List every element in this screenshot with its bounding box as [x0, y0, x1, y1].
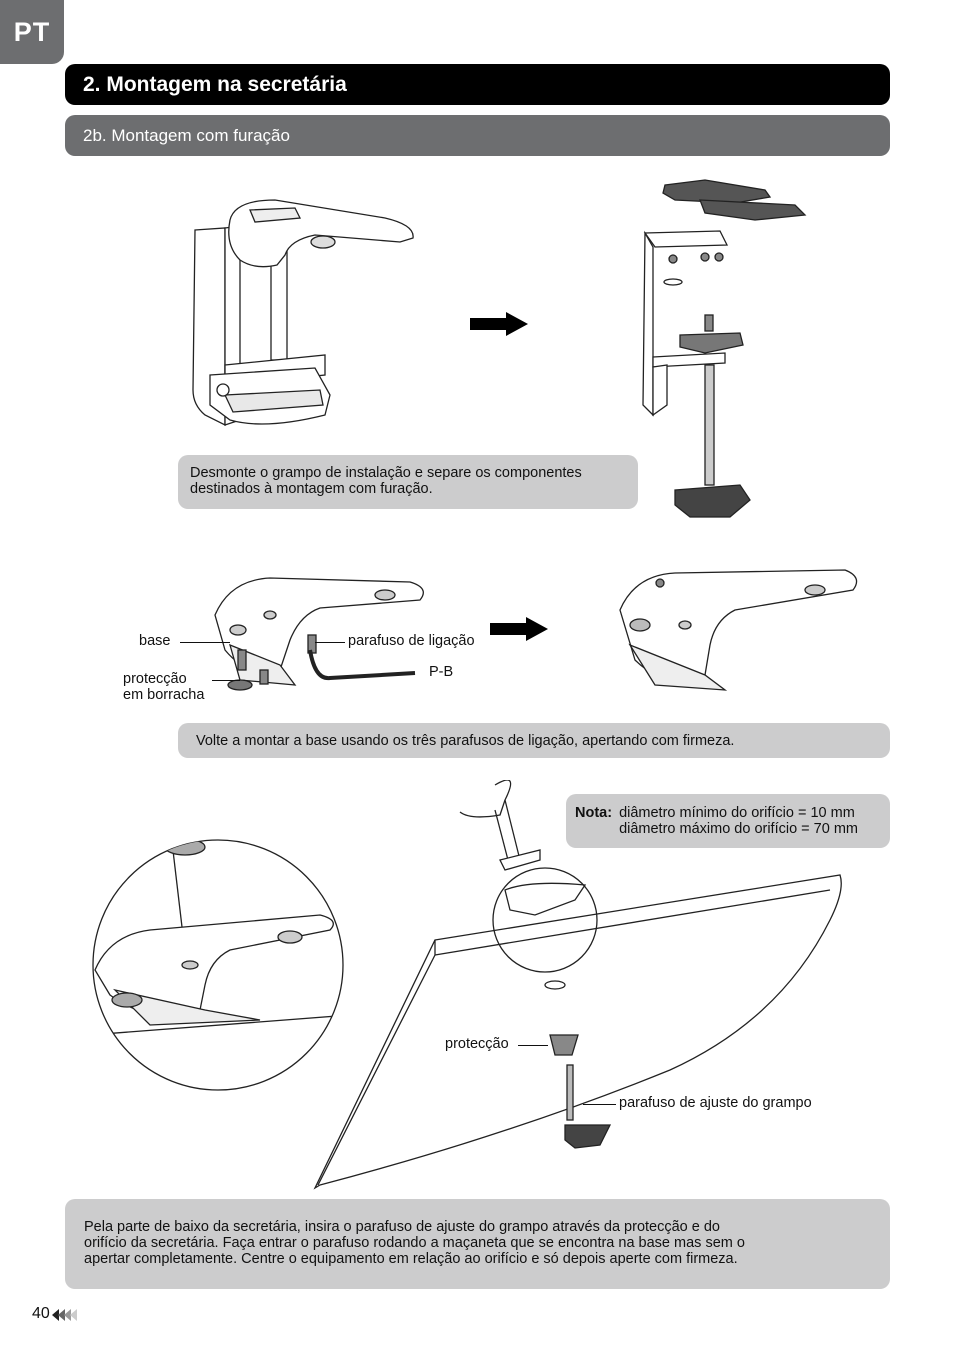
- leader-line: [518, 1045, 548, 1046]
- step3-instruction-line3: apertar completamente. Centre o equipame…: [84, 1251, 738, 1267]
- step3-instruction-line2: orifício da secretária. Faça entrar o pa…: [84, 1235, 745, 1251]
- leader-line: [315, 642, 345, 643]
- label-rubber-line1: protecção: [123, 671, 187, 687]
- assembled-clamp-illustration: [192, 199, 414, 427]
- note-max-diameter: diâmetro máximo do orifício = 70 mm: [619, 821, 858, 837]
- label-connecting-screw: parafuso de ligação: [348, 633, 475, 649]
- note-label: Nota:: [575, 805, 613, 821]
- page-number: 40: [32, 1305, 50, 1323]
- leader-line: [180, 642, 230, 643]
- label-rubber-line2: em borracha: [123, 687, 205, 703]
- label-hex-key: P-B: [429, 664, 454, 680]
- page-number-text: 40: [32, 1305, 50, 1322]
- step1-instruction-line2: destinados à montagem com furação.: [190, 481, 433, 497]
- label-base: base: [139, 633, 171, 649]
- magnified-detail-illustration: [92, 839, 344, 1091]
- section-title: 2. Montagem na secretária: [65, 64, 890, 105]
- step2-instruction: Volte a montar a base usando os três par…: [196, 733, 735, 749]
- double-chevron-left-icon: [52, 1309, 77, 1321]
- right-arrow-icon: [470, 312, 528, 336]
- step1-instruction-box: Desmonte o grampo de instalação e separe…: [178, 455, 638, 509]
- note-min-diameter: diâmetro mínimo do orifício = 10 mm: [619, 805, 855, 821]
- leader-line: [212, 680, 240, 681]
- step1-instruction-line1: Desmonte o grampo de instalação e separe…: [190, 465, 582, 481]
- step3-instruction-line1: Pela parte de baixo da secretária, insir…: [84, 1219, 720, 1235]
- base-assembled-illustration: [619, 569, 858, 691]
- desk-mounting-illustration: [313, 780, 842, 1190]
- step3-instruction-box: Pela parte de baixo da secretária, insir…: [65, 1199, 890, 1289]
- step2-instruction-box: Volte a montar a base usando os três par…: [178, 723, 890, 758]
- hole-diameter-note: Nota: diâmetro mínimo do orifício = 10 m…: [566, 794, 890, 848]
- language-tab: PT: [0, 0, 64, 64]
- label-adjust-screw: parafuso de ajuste do grampo: [619, 1095, 812, 1111]
- label-protection: protecção: [445, 1036, 509, 1052]
- base-disassembled-illustration: [214, 577, 424, 691]
- exploded-components-illustration: [642, 179, 807, 518]
- right-arrow-icon: [490, 617, 548, 641]
- leader-line: [583, 1104, 616, 1105]
- subsection-title: 2b. Montagem com furação: [65, 115, 890, 156]
